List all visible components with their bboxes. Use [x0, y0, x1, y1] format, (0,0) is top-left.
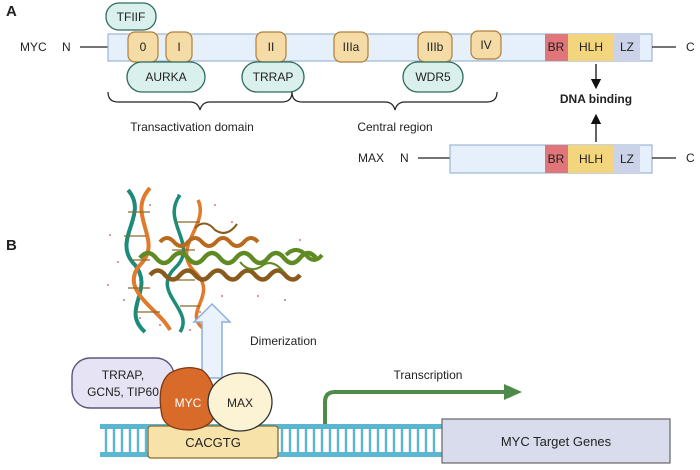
aurka-partner: AURKA [126, 61, 206, 93]
svg-text:I: I [177, 40, 180, 54]
svg-text:CACGTG: CACGTG [185, 435, 241, 450]
max-n-terminus: N [400, 151, 409, 165]
trrap-partner: TRRAP [241, 61, 305, 93]
svg-text:TRRAP,: TRRAP, [102, 368, 144, 382]
svg-text:MYC: MYC [175, 396, 202, 410]
central-region-brace [291, 91, 498, 111]
transcription-arrowhead [504, 384, 522, 400]
transactivation-brace [107, 91, 293, 111]
myc-c-terminus: C [686, 40, 695, 54]
transactivation-label: Transactivation domain [130, 120, 254, 134]
max-protein-label: MAX [358, 151, 384, 165]
svg-text:AURKA: AURKA [145, 70, 186, 84]
myc-hlh-domain [568, 34, 614, 61]
cofactor-complex: TRRAP, GCN5, TIP60 [71, 357, 175, 409]
myc-target-genes-box: MYC Target Genes [441, 418, 671, 464]
transcription-arrow [323, 390, 506, 424]
max-lz-domain [614, 145, 640, 173]
svg-text:TFIIF: TFIIF [117, 10, 146, 24]
svg-text:IIIb: IIIb [427, 40, 444, 54]
max-br-domain [545, 145, 568, 173]
myc-protein-blob: MYC [159, 366, 217, 431]
svg-text:IIIa: IIIa [343, 40, 360, 54]
svg-text:MYC Target Genes: MYC Target Genes [501, 434, 612, 449]
max-br-label: BR [548, 152, 565, 166]
myc-lz-label: LZ [620, 40, 634, 54]
dna-binding-label: DNA binding [560, 92, 632, 106]
panel-b-label: B [6, 237, 17, 254]
svg-text:GCN5, TIP60: GCN5, TIP60 [87, 385, 159, 399]
svg-text:0: 0 [140, 40, 147, 54]
myc-box-0: 0 [127, 31, 159, 63]
myc-box-i: I [165, 31, 193, 63]
tfiif-partner: TFIIF [105, 2, 157, 31]
max-c-terminus: C [686, 151, 695, 165]
central-region-label: Central region [357, 120, 432, 134]
myc-box-iiib: IIIb [417, 31, 453, 63]
myc-box-iiia: IIIa [333, 31, 369, 63]
panel-a-label: A [6, 3, 17, 20]
max-lz-label: LZ [620, 152, 634, 166]
svg-text:IV: IV [480, 38, 491, 52]
max-hlh-label: HLH [579, 152, 603, 166]
myc-box-ii: II [255, 31, 287, 63]
svg-text:WDR5: WDR5 [415, 70, 451, 84]
transcription-label: Transcription [394, 368, 463, 382]
svg-text:II: II [268, 40, 275, 54]
myc-hlh-label: HLH [579, 40, 603, 54]
myc-lz-domain [614, 34, 640, 61]
max-protein-blob: MAX [207, 372, 273, 432]
myc-n-terminus: N [62, 40, 71, 54]
dimerization-arrow [192, 302, 232, 379]
max-hlh-domain [568, 145, 614, 173]
ebox-cacgtg: CACGTG [147, 425, 279, 459]
wdr5-partner: WDR5 [402, 61, 464, 93]
myc-box-iv: IV [470, 30, 502, 60]
dimerization-label: Dimerization [250, 334, 317, 348]
myc-br-label: BR [548, 40, 565, 54]
myc-br-domain [545, 34, 568, 61]
svg-text:MAX: MAX [227, 396, 253, 410]
svg-text:TRRAP: TRRAP [253, 70, 294, 84]
myc-protein-label: MYC [20, 40, 47, 54]
myc-max-dna-structure-image [107, 186, 324, 334]
